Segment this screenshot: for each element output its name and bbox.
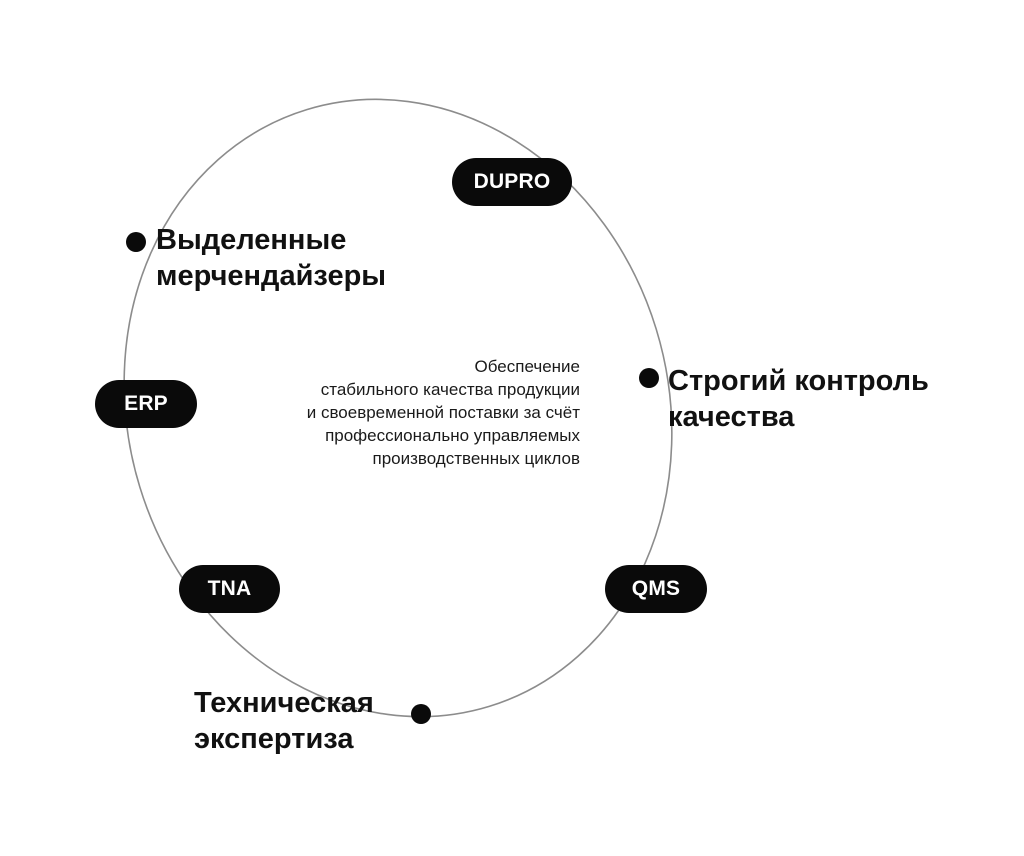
center-description-line-3: и своевременной поставки за счёт xyxy=(306,403,580,422)
center-description-line-2: стабильного качества продукции xyxy=(320,380,580,399)
merchandisers-node-dot xyxy=(126,232,146,252)
quality-control-label: Строгий контроль качества xyxy=(668,363,929,435)
merchandisers-label: Выделенные мерчендайзеры xyxy=(156,222,386,294)
merchandisers-label-line-2: мерчендайзеры xyxy=(156,260,387,292)
center-description-line-5: производственных циклов xyxy=(372,449,580,468)
center-description-line-4: профессионально управляемых xyxy=(325,426,580,445)
quality-control-label-line-1: Строгий контроль xyxy=(668,365,929,397)
quality-control-label-line-2: качества xyxy=(668,401,795,433)
technical-expertise-label-line-1: Техническая xyxy=(194,687,374,719)
tna-tag: TNA xyxy=(179,565,280,613)
dupro-tag: DUPRO xyxy=(452,158,572,206)
center-description: Обеспечение стабильного качества продукц… xyxy=(196,355,580,470)
quality-control-node-dot xyxy=(639,368,659,388)
technical-expertise-node-dot xyxy=(411,704,431,724)
technical-expertise-label: Техническая экспертиза xyxy=(194,685,374,757)
erp-tag: ERP xyxy=(95,380,197,428)
qms-tag: QMS xyxy=(605,565,707,613)
cycle-ring xyxy=(123,98,673,718)
technical-expertise-label-line-2: экспертиза xyxy=(194,723,354,755)
merchandisers-label-line-1: Выделенные xyxy=(156,224,347,256)
center-description-line-1: Обеспечение xyxy=(474,357,580,376)
